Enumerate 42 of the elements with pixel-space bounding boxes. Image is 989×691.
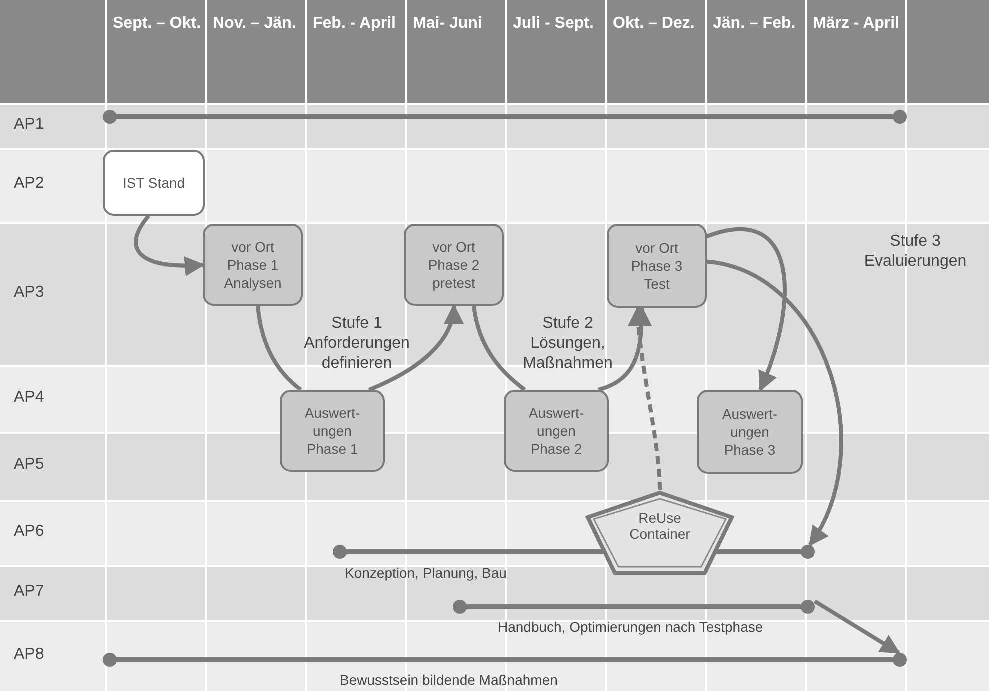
- connector-line: [472, 306, 526, 392]
- row-label: AP7: [14, 582, 44, 600]
- connector-line: [256, 306, 302, 392]
- process-box: vor Ort Phase 3 Test: [607, 224, 707, 308]
- row-label: AP4: [14, 388, 44, 406]
- column-heading: Mai- Juni: [413, 14, 482, 33]
- arrow: [706, 228, 787, 392]
- process-box: IST Stand: [103, 150, 205, 216]
- column-heading: März - April: [813, 14, 900, 33]
- column-heading: Juli - Sept.: [513, 14, 594, 33]
- arrow: [706, 260, 844, 547]
- row-label: AP5: [14, 456, 44, 474]
- arrow: [368, 304, 462, 392]
- timeline-bar: [103, 653, 907, 667]
- process-box: Auswert- ungen Phase 3: [697, 390, 803, 474]
- arrow: [134, 214, 205, 276]
- column-heading: Sept. – Okt.: [113, 14, 202, 33]
- row-label: AP8: [14, 646, 44, 664]
- row-label: AP2: [14, 175, 44, 193]
- process-box: vor Ort Phase 1 Analysen: [203, 224, 303, 306]
- pentagon-box: ReUse Container: [585, 490, 735, 576]
- annotation-text: Stufe 1 Anforderungen definieren: [303, 314, 411, 374]
- dashed-arrow: [628, 306, 662, 490]
- row-label: AP3: [14, 284, 44, 302]
- column-heading: Nov. – Jän.: [213, 14, 296, 33]
- process-box: vor Ort Phase 2 pretest: [404, 224, 504, 306]
- annotation-text: Stufe 3 Evaluierungen: [863, 232, 968, 272]
- column-heading: Feb. - April: [313, 14, 396, 33]
- row-label: AP1: [14, 116, 44, 134]
- annotation-text: Stufe 2 Lösungen, Maßnahmen: [522, 314, 614, 374]
- timeline-bar: [453, 600, 815, 614]
- arrow: [814, 600, 901, 655]
- timeline-bar: [103, 110, 907, 124]
- column-heading: Okt. – Dez.: [613, 14, 695, 33]
- bar-caption: Konzeption, Planung, Bau: [345, 565, 507, 581]
- bar-caption: Bewusstsein bildende Maßnahmen: [340, 672, 558, 688]
- arrow: [598, 306, 652, 392]
- bar-caption: Handbuch, Optimierungen nach Testphase: [498, 619, 764, 635]
- row-label: AP6: [14, 522, 44, 540]
- process-box: Auswert- ungen Phase 1: [280, 390, 385, 472]
- column-heading: Jän. – Feb.: [713, 14, 796, 33]
- process-box: Auswert- ungen Phase 2: [504, 390, 609, 472]
